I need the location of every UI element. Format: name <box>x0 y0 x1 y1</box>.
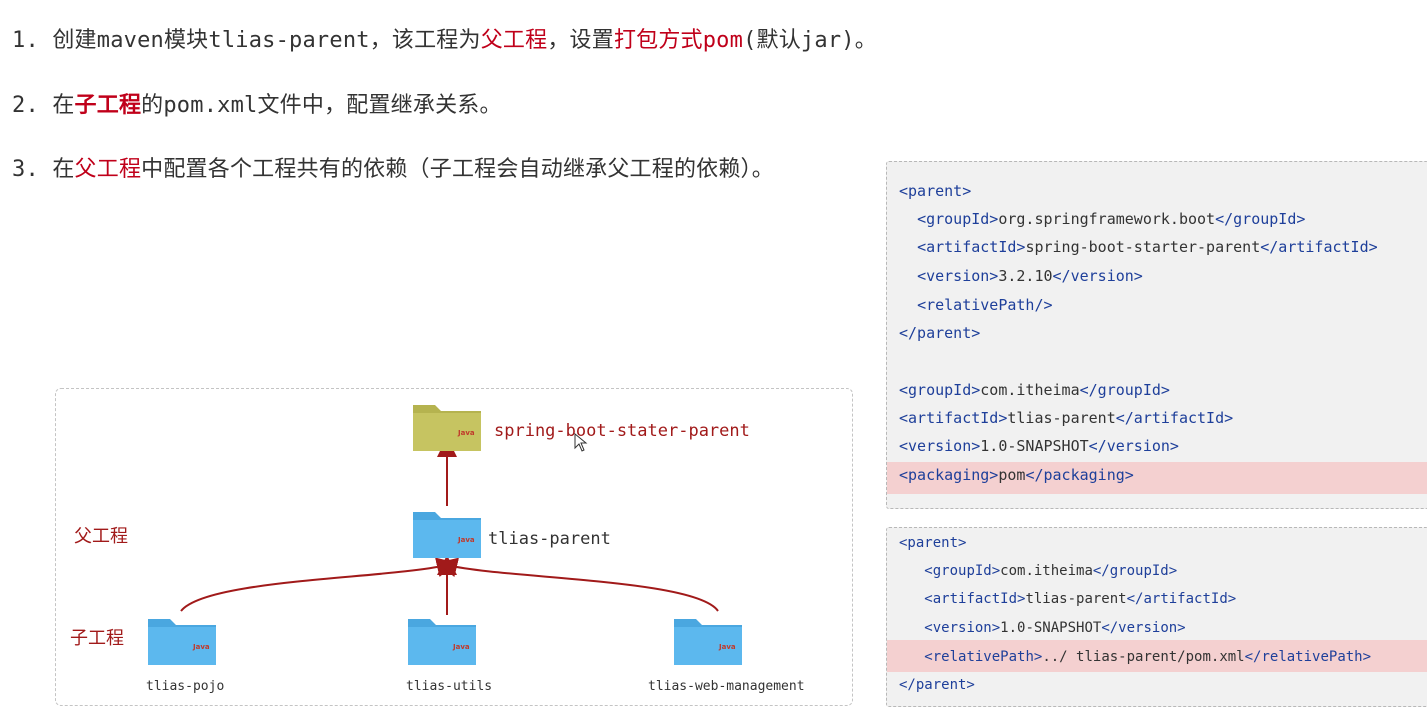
step-3: 3. 在父工程中配置各个工程共有的依赖（子工程会自动继承父工程的依赖）。 <box>12 151 774 183</box>
parent-pom-code-panel: <parent> <groupId>org.springframework.bo… <box>886 161 1427 509</box>
step-text: 在 <box>52 93 75 118</box>
folder-icon: Java <box>411 399 483 453</box>
xml-tag: <parent> <box>899 182 972 200</box>
relative-path-highlight <box>887 640 1427 672</box>
child-node-label: tlias-web-management <box>648 679 805 694</box>
code-line: <relativePath/> <box>899 294 1053 316</box>
xml-tag: <groupId> <box>917 210 999 228</box>
step-1: 1. 创建maven模块tlias-parent，该工程为父工程，设置打包方式p… <box>12 22 877 54</box>
code-line: <artifactId>tlias-parent</artifactId> <box>899 588 1236 610</box>
xml-tag: </packaging> <box>1025 466 1134 484</box>
xml-value: com.itheima <box>980 381 1080 399</box>
code-line: </parent> <box>899 674 975 696</box>
xml-value: 3.2.10 <box>998 267 1053 285</box>
xml-value: spring-boot-starter-parent <box>1025 238 1261 256</box>
xml-tag: </groupId> <box>1079 381 1170 399</box>
xml-tag: </version> <box>1088 437 1179 455</box>
step-text: ，设置 <box>547 28 614 53</box>
step-text: 的pom.xml文件中，配置继承关系。 <box>141 93 502 118</box>
code-line: <parent> <box>899 180 971 202</box>
xml-tag: <relativePath/> <box>917 296 1053 314</box>
xml-tag: </groupId> <box>1215 210 1306 228</box>
packaging-highlight <box>887 462 1427 494</box>
xml-tag: </parent> <box>899 324 981 342</box>
folder-icon: Java <box>146 613 218 667</box>
xml-tag: </artifactId> <box>1260 238 1378 256</box>
xml-tag: </groupId> <box>1092 563 1178 579</box>
xml-value: com.itheima <box>1000 563 1093 579</box>
folder-icon: Java <box>411 506 483 560</box>
step-text: 在 <box>52 157 75 182</box>
step-number: 1. <box>12 28 39 53</box>
code-line: <artifactId>spring-boot-starter-parent</… <box>899 236 1378 258</box>
java-icon: Java <box>193 643 210 651</box>
xml-tag: </artifactId> <box>1126 591 1237 607</box>
child-project-label: 子工程 <box>70 628 124 649</box>
xml-tag: <version> <box>924 620 1001 636</box>
step-2: 2. 在子工程的pom.xml文件中，配置继承关系。 <box>12 87 502 119</box>
child-node-label: tlias-pojo <box>146 679 225 694</box>
xml-tag: </relativePath> <box>1244 649 1372 665</box>
inheritance-diagram: Java spring-boot-stater-parent Java tlia… <box>55 388 853 706</box>
java-icon: Java <box>719 643 736 651</box>
xml-tag: <version> <box>899 437 981 455</box>
step-number: 3. <box>12 157 39 182</box>
step-highlight: 父工程 <box>480 28 548 53</box>
step-highlight: 子工程 <box>74 93 142 118</box>
xml-tag: <artifactId> <box>917 238 1026 256</box>
xml-tag: <artifactId> <box>924 591 1026 607</box>
mouse-cursor-icon <box>574 433 588 452</box>
xml-tag: </artifactId> <box>1115 409 1234 427</box>
java-icon: Java <box>453 643 470 651</box>
xml-value: 1.0-SNAPSHOT <box>1000 620 1102 636</box>
code-line: <groupId>com.itheima</groupId> <box>899 379 1170 401</box>
code-line: <packaging>pom</packaging> <box>899 464 1134 486</box>
child-node-label: tlias-utils <box>406 679 493 694</box>
xml-tag: <artifactId> <box>899 409 1008 427</box>
xml-value: ../ tlias-parent/pom.xml <box>1042 649 1245 665</box>
xml-tag: </version> <box>1052 267 1143 285</box>
code-line: <version>1.0-SNAPSHOT</version> <box>899 435 1179 457</box>
code-line: <groupId>org.springframework.boot</group… <box>899 208 1305 230</box>
xml-tag: <version> <box>917 267 999 285</box>
code-line: <groupId>com.itheima</groupId> <box>899 560 1177 582</box>
xml-value: tlias-parent <box>1025 591 1127 607</box>
arrow-web-to-parent <box>437 557 719 612</box>
step-number: 2. <box>12 93 39 118</box>
code-line: <parent> <box>899 532 966 554</box>
step-text: 创建maven模块tlias-parent，该工程为 <box>52 28 481 53</box>
step-text: (默认jar)。 <box>743 28 877 53</box>
step-highlight: 父工程 <box>74 157 142 182</box>
xml-tag: <parent> <box>899 535 967 551</box>
xml-tag: <groupId> <box>924 563 1001 579</box>
code-line: <version>1.0-SNAPSHOT</version> <box>899 617 1186 639</box>
parent-project-label: 父工程 <box>74 526 128 547</box>
xml-tag: </parent> <box>899 677 975 693</box>
child-pom-code-panel: <parent> <groupId>com.itheima</groupId> … <box>886 527 1427 707</box>
xml-value: pom <box>998 466 1026 484</box>
folder-icon: Java <box>406 613 478 667</box>
code-line: <relativePath>../ tlias-parent/pom.xml</… <box>899 646 1371 668</box>
xml-value: tlias-parent <box>1007 409 1116 427</box>
code-line: </parent> <box>899 322 980 344</box>
parent-node-label: tlias-parent <box>488 529 611 549</box>
java-icon: Java <box>458 536 475 544</box>
xml-value: org.springframework.boot <box>998 210 1216 228</box>
code-line: <version>3.2.10</version> <box>899 265 1143 287</box>
folder-icon: Java <box>672 613 744 667</box>
arrow-pojo-to-parent <box>180 557 457 612</box>
xml-tag: <packaging> <box>899 466 999 484</box>
java-icon: Java <box>458 429 475 437</box>
xml-tag: <relativePath> <box>924 649 1043 665</box>
xml-tag: <groupId> <box>899 381 981 399</box>
top-node-label: spring-boot-stater-parent <box>494 421 750 441</box>
xml-value: 1.0-SNAPSHOT <box>980 437 1089 455</box>
inheritance-arrows <box>180 437 719 615</box>
xml-tag: </version> <box>1101 620 1186 636</box>
step-text: 中配置各个工程共有的依赖（子工程会自动继承父工程的依赖）。 <box>141 157 774 182</box>
code-line: <artifactId>tlias-parent</artifactId> <box>899 407 1233 429</box>
step-highlight: 打包方式pom <box>613 28 744 53</box>
